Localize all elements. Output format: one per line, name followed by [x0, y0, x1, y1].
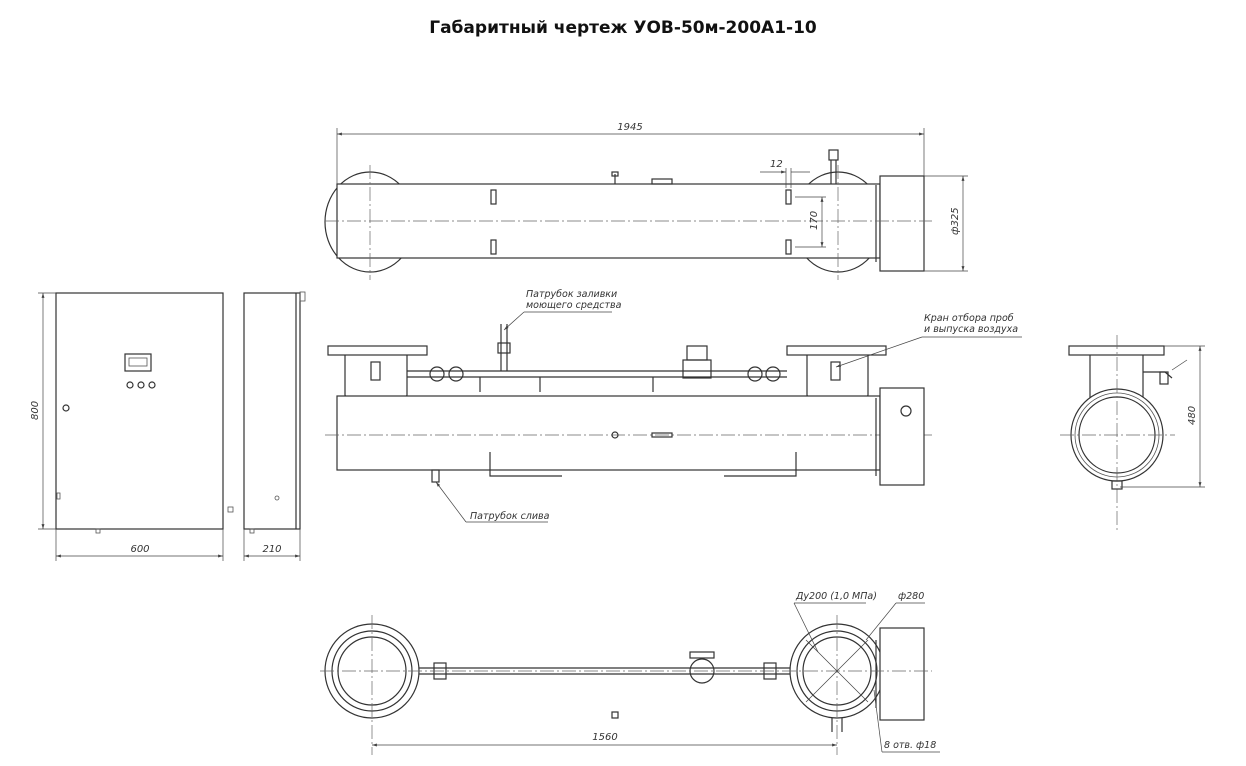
dim-slot-spacing: 170 — [809, 211, 820, 230]
dim-overall-length: 1945 — [617, 122, 642, 133]
callout-valve-1: Кран отбора проб — [924, 313, 1014, 324]
cabinet-side-view: 210 — [227, 291, 306, 561]
dim-flange-bolt-circle: ф280 — [898, 591, 924, 602]
dim-holes: 8 отв. ф18 — [884, 740, 936, 751]
dim-cabinet-width: 600 — [130, 544, 149, 555]
callout-valve-2: и выпуска воздуха — [924, 324, 1018, 335]
side-view: 480 — [1060, 335, 1205, 530]
dim-cabinet-depth: 210 — [262, 544, 281, 555]
bottom-view: Ду200 (1,0 МПа) ф280 8 отв. ф18 1560 — [320, 591, 940, 755]
dim-housing-diameter: ф325 — [950, 207, 961, 235]
dim-slot-width: 12 — [770, 159, 783, 170]
front-view: Патрубок заливки моющего средства Кран о… — [325, 289, 1022, 523]
dim-side-height: 480 — [1187, 406, 1198, 425]
callout-drain: Патрубок слива — [470, 511, 550, 522]
dim-nozzle-spacing: 1560 — [592, 732, 617, 743]
callout-filling-nozzle-1: Патрубок заливки — [526, 289, 617, 300]
cabinet-front-view: 800 600 — [30, 292, 224, 561]
drawing-title: Габаритный чертеж УОВ-50м-200А1-10 — [429, 18, 817, 38]
dim-cabinet-height: 800 — [30, 401, 41, 420]
dim-nominal-bore: Ду200 (1,0 МПа) — [795, 591, 877, 602]
callout-filling-nozzle-2: моющего средства — [526, 300, 622, 311]
top-view: 1945 12 170 ф325 — [324, 122, 968, 280]
